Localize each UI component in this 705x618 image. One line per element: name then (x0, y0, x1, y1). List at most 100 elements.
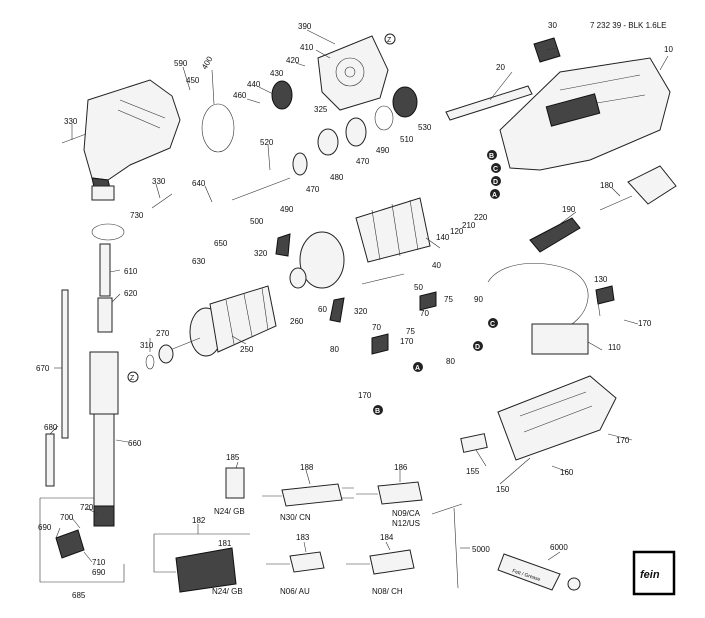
label-75-a: 75 (444, 295, 453, 304)
marker-z-1: Z (384, 33, 396, 45)
switch-185 (225, 467, 245, 499)
label-310: 310 (140, 341, 154, 350)
brush-holder-320-a (275, 233, 291, 257)
marker-a-2: A (413, 362, 423, 372)
bearing-270 (158, 344, 174, 364)
variant-au: N06/ AU (280, 587, 310, 596)
switch-module-110 (531, 323, 589, 355)
label-181: 181 (218, 539, 232, 548)
label-440: 440 (247, 80, 261, 89)
gear-housing-cover (317, 35, 389, 111)
label-610: 610 (124, 267, 138, 276)
label-155: 155 (466, 467, 480, 476)
gear-wheel-510 (392, 86, 418, 118)
variant-gb-switch: N24/ GB (214, 507, 245, 516)
drawing-code: 7 232 39 - BLK 1.6LE (590, 21, 667, 30)
svg-text:Z: Z (130, 375, 135, 382)
label-640: 640 (192, 179, 206, 188)
fein-logo: fein (632, 550, 676, 596)
label-500: 500 (250, 217, 264, 226)
brush-holder-320-b (329, 297, 345, 323)
variant-ca: N09/CA (392, 509, 421, 518)
cable-182-181-gb (153, 533, 250, 593)
o-ring (201, 103, 235, 153)
label-60: 60 (318, 305, 327, 314)
label-80-a: 80 (330, 345, 339, 354)
label-685: 685 (72, 591, 86, 600)
label-130: 130 (594, 275, 608, 284)
variant-gb-cable: N24/ GB (212, 587, 243, 596)
screw-50 (361, 273, 405, 285)
label-690-b: 690 (92, 568, 106, 577)
svg-text:D: D (475, 344, 480, 351)
svg-text:A: A (492, 192, 497, 199)
svg-text:C: C (493, 166, 498, 173)
label-680: 680 (44, 423, 58, 432)
label-170-a: 170 (400, 337, 414, 346)
svg-text:B: B (489, 153, 494, 160)
bearing-260 (289, 267, 307, 289)
seal-ring-730 (91, 223, 125, 241)
label-90: 90 (474, 295, 483, 304)
screw-330-a (61, 133, 87, 144)
label-710: 710 (92, 558, 106, 567)
label-6000: 6000 (550, 543, 568, 552)
label-630: 630 (192, 257, 206, 266)
key-5000 (431, 503, 463, 589)
label-75-b: 75 (406, 327, 415, 336)
label-420: 420 (286, 56, 300, 65)
label-320-a: 320 (254, 249, 268, 258)
label-720: 720 (80, 503, 94, 512)
label-220: 220 (474, 213, 488, 222)
field-winding-40 (355, 197, 431, 263)
svg-text:B: B (375, 408, 380, 415)
plug-183-au (266, 551, 325, 573)
label-150: 150 (496, 485, 510, 494)
pin-610 (99, 243, 111, 297)
plug-188-cn (262, 483, 354, 507)
grease-tube-6000: Fett / Grease (497, 553, 581, 591)
label-590: 590 (174, 59, 188, 68)
label-470-b: 470 (356, 157, 370, 166)
label-40: 40 (432, 261, 441, 270)
pin-680 (45, 433, 55, 487)
label-510: 510 (400, 135, 414, 144)
marker-z-2: Z (127, 371, 139, 383)
label-260: 260 (290, 317, 304, 326)
marker-d-1: D (491, 176, 501, 186)
shaft-500 (231, 177, 291, 201)
label-520: 520 (260, 138, 274, 147)
plug-184-ch (346, 549, 415, 575)
label-460: 460 (233, 91, 247, 100)
label-330-a: 330 (64, 117, 78, 126)
label-390: 390 (298, 22, 312, 31)
marker-c-2: C (488, 318, 498, 328)
pin-620 (97, 297, 113, 333)
armature-250 (169, 285, 277, 357)
label-188: 188 (300, 463, 314, 472)
label-320-b: 320 (354, 307, 368, 316)
variant-labels: N24/ GB N30/ CN N09/CA N12/US N24/ GB N0… (212, 507, 421, 596)
label-620: 620 (124, 289, 138, 298)
label-20: 20 (496, 63, 505, 72)
plunger-housing-660 (89, 351, 119, 527)
label-5000: 5000 (472, 545, 490, 554)
label-325: 325 (314, 105, 328, 114)
label-182: 182 (192, 516, 206, 525)
svg-text:Z: Z (387, 37, 392, 44)
label-660: 660 (128, 439, 142, 448)
gear-head-housing (83, 79, 181, 201)
label-650: 650 (214, 239, 228, 248)
label-490-b: 490 (376, 146, 390, 155)
brush-70-b (371, 333, 389, 355)
housing-cover-150 (497, 375, 617, 461)
label-190: 190 (562, 205, 576, 214)
label-250: 250 (240, 345, 254, 354)
die-set-690-710 (55, 529, 85, 559)
marker-b-1: B (487, 150, 497, 160)
label-186: 186 (394, 463, 408, 472)
gear-wheel-430 (271, 80, 293, 110)
pad-155 (460, 433, 488, 453)
label-120: 120 (450, 227, 464, 236)
